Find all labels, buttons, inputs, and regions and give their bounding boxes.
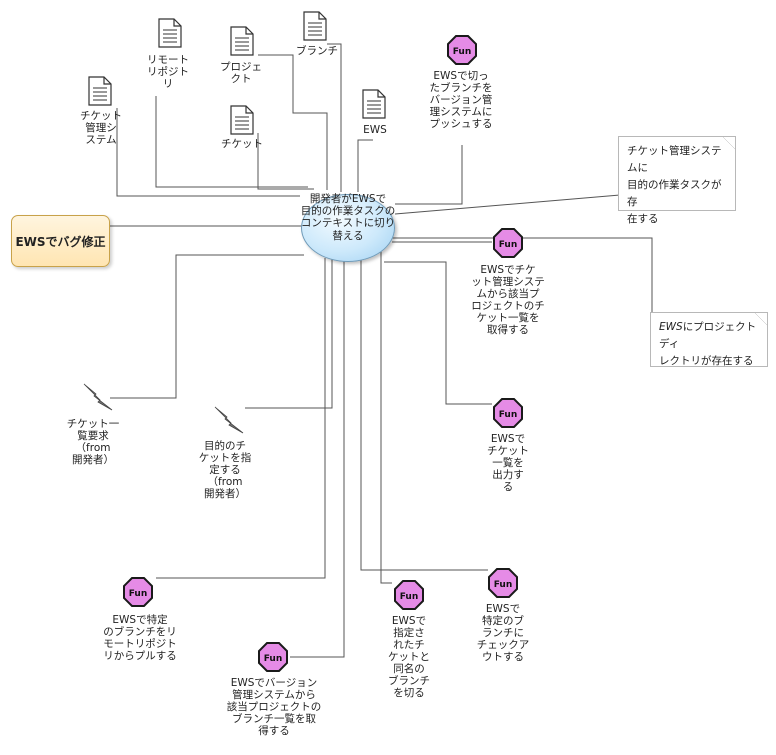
center-ellipse[interactable] [301,194,395,262]
svg-text:Fun: Fun [453,47,472,57]
fun-octagon-icon: Fun [394,580,424,610]
entity-project: プロジェ クト [220,61,262,85]
note-ticket-system: チケット管理システムに 目的の作業タスクが存 在する [618,136,736,225]
fun-octagon-icon: Fun [123,577,153,607]
fun-octagon-icon: Fun [447,35,477,65]
svg-text:Fun: Fun [499,410,518,420]
note-rest: にプロジェクトディ レクトリが存在する [659,321,757,367]
note-text: チケット管理システムに 目的の作業タスクが存 在する [627,145,722,225]
document-icon [158,18,182,48]
lightning-icon [214,406,244,434]
svg-text:Fun: Fun [400,592,419,602]
function-push: EWSで切っ たブランチを バージョン管 理システムに プッシュする [429,70,493,130]
svg-text:Fun: Fun [499,240,518,250]
usecase-label: EWSでバグ修正 [15,234,106,249]
function-get-tickets: EWSでチケ ット管理システ ムから該当プ ロジェクトのチ ケット一覧を 取得す… [471,264,545,336]
note-italic: EWS [659,321,683,333]
event-ticket-list-request: チケット一 覧要求 （from 開発者） [66,418,120,466]
svg-text:Fun: Fun [129,589,148,599]
entity-ticket: チケット [221,138,263,150]
fun-octagon-icon: Fun [488,568,518,598]
entity-ews: EWS [363,124,387,136]
note-fold [723,137,735,149]
function-output-tickets: EWSで チケット 一覧を 出力す る [487,433,529,493]
function-branch-list: EWSでバージョン 管理システムから 該当プロジェクトの ブランチ一覧を取 得す… [226,677,322,737]
event-ticket-specify: 目的のチ ケットを指 定する （from 開発者） [198,440,252,500]
entity-ticket-system: チケット 管理シ ステム [80,110,122,146]
fun-octagon-icon: Fun [493,398,523,428]
svg-text:Fun: Fun [494,580,513,590]
svg-text:Fun: Fun [264,654,283,664]
note-project-directory: EWSにプロジェクトディ レクトリが存在する [650,312,768,367]
note-fold [755,313,767,325]
fun-octagon-icon: Fun [493,228,523,258]
document-icon [230,26,254,56]
function-pull: EWSで特定 のブランチをリ モートリポジト リからプルする [103,614,177,662]
lightning-icon [83,383,113,411]
entity-branch: ブランチ [296,45,338,57]
document-icon [230,105,254,135]
fun-octagon-icon: Fun [258,642,288,672]
document-icon [88,76,112,106]
usecase-fix-bug[interactable]: EWSでバグ修正 [11,215,110,267]
document-icon [303,11,327,41]
function-cut-branch: EWSで 指定さ れたチ ケットと 同名の ブランチ を切る [388,615,430,699]
document-icon [362,89,386,119]
function-checkout: EWSで 特定のブ ランチに チェックア ウトする [476,603,530,663]
center-label: 開発者がEWSで 目的の作業タスクの コンテキストに切り 替える [300,193,396,242]
entity-remote-repo: リモート リポジト リ [147,54,189,90]
note-text: EWSにプロジェクトディ レクトリが存在する [659,319,759,370]
